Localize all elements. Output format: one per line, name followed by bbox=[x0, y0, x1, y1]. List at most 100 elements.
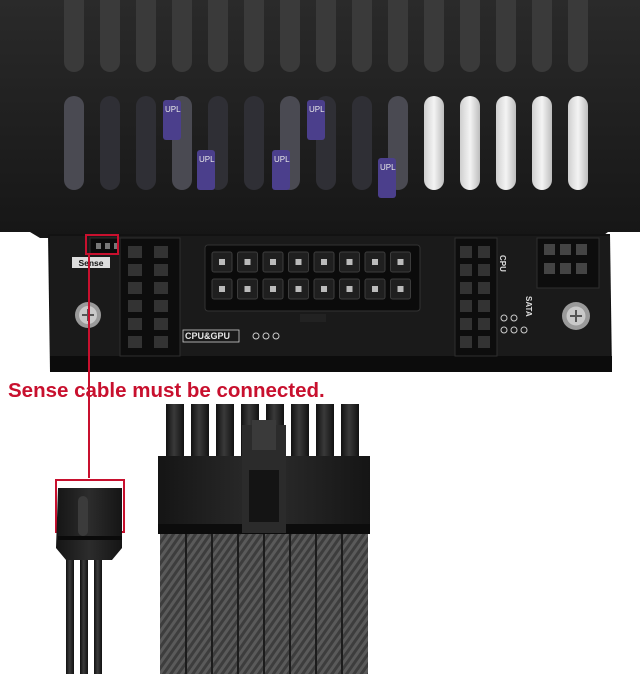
vent-slot bbox=[352, 96, 372, 190]
capacitor bbox=[163, 100, 181, 140]
pin bbox=[460, 318, 472, 330]
pin-contact bbox=[346, 286, 353, 292]
pin bbox=[128, 300, 142, 312]
pin-contact bbox=[397, 286, 404, 292]
vent-slot bbox=[100, 96, 120, 190]
cpu-gpu-label: CPU&GPU bbox=[185, 331, 230, 341]
pin bbox=[478, 318, 490, 330]
wire bbox=[191, 404, 209, 460]
capacitor bbox=[272, 150, 290, 190]
pin bbox=[478, 282, 490, 294]
pin bbox=[128, 264, 142, 276]
pin bbox=[478, 246, 490, 258]
pin bbox=[478, 300, 490, 312]
modular-panel: Sense CPU&GPU CPU bbox=[48, 234, 612, 372]
pin-contact bbox=[346, 259, 353, 265]
pin bbox=[154, 246, 168, 258]
callout bbox=[55, 234, 125, 533]
capacitor-label: UPL bbox=[274, 155, 290, 164]
pin-contact bbox=[397, 259, 404, 265]
vent-slot bbox=[208, 0, 228, 72]
psu-body: UPL UPL UPL UPL UPL bbox=[0, 0, 640, 238]
pin bbox=[128, 246, 142, 258]
vent-slots-bottom: UPL UPL UPL UPL UPL bbox=[64, 96, 588, 198]
vent-slot bbox=[136, 96, 156, 190]
capacitor-label: UPL bbox=[380, 163, 396, 172]
capacitor-label: UPL bbox=[165, 105, 181, 114]
pin bbox=[154, 282, 168, 294]
wire bbox=[291, 404, 309, 460]
pin bbox=[154, 318, 168, 330]
vent-slot bbox=[424, 0, 444, 72]
vent-slot bbox=[100, 0, 120, 72]
pin-contact bbox=[244, 286, 251, 292]
vent-slot bbox=[496, 0, 516, 72]
vent-slot bbox=[316, 0, 336, 72]
center-12vhpwr-port: CPU&GPU bbox=[182, 244, 421, 343]
sense-cable bbox=[56, 488, 122, 674]
pin-contact bbox=[321, 286, 327, 292]
cpu-right-label: CPU bbox=[498, 255, 507, 272]
wire bbox=[316, 404, 334, 460]
pin-contact bbox=[295, 286, 302, 292]
pin bbox=[154, 264, 168, 276]
pin-contact bbox=[219, 286, 225, 292]
pin bbox=[460, 264, 472, 276]
pin bbox=[460, 282, 472, 294]
wire bbox=[341, 404, 359, 460]
pin-contact bbox=[244, 259, 251, 265]
vent-slot bbox=[244, 0, 264, 72]
sata-label: SATA bbox=[524, 296, 533, 317]
pin bbox=[154, 336, 168, 348]
pin-contact bbox=[372, 259, 378, 265]
pin-contact bbox=[321, 259, 327, 265]
vent-slot bbox=[280, 0, 300, 72]
vent-slot bbox=[352, 0, 372, 72]
vent-slot bbox=[568, 96, 588, 190]
wire bbox=[166, 404, 184, 460]
vent-slot bbox=[64, 0, 84, 72]
screw-right bbox=[562, 302, 590, 330]
pin-contact bbox=[372, 286, 378, 292]
capacitor bbox=[307, 100, 325, 140]
pin bbox=[478, 336, 490, 348]
pin-contact bbox=[270, 286, 276, 292]
vent-slot bbox=[424, 96, 444, 190]
pin bbox=[154, 300, 168, 312]
pin bbox=[128, 318, 142, 330]
pin-contact bbox=[295, 259, 302, 265]
pcie-cable bbox=[158, 404, 370, 674]
capacitor-label: UPL bbox=[309, 105, 325, 114]
vent-slot bbox=[460, 96, 480, 190]
vent-slots-top bbox=[64, 0, 588, 72]
panel-dots-right bbox=[500, 314, 528, 334]
pin-contact bbox=[219, 259, 225, 265]
caption-text: Sense cable must be connected. bbox=[8, 379, 325, 402]
sense-port-label: Sense bbox=[78, 258, 103, 268]
wire bbox=[216, 404, 234, 460]
vent-slot bbox=[532, 96, 552, 190]
pin bbox=[128, 336, 142, 348]
vent-slot bbox=[496, 96, 516, 190]
capacitor bbox=[197, 150, 215, 190]
capacitor bbox=[378, 158, 396, 198]
pin bbox=[460, 300, 472, 312]
vent-slot bbox=[388, 0, 408, 72]
sense-port: Sense bbox=[72, 237, 121, 268]
capacitor-label: UPL bbox=[199, 155, 215, 164]
pin bbox=[460, 246, 472, 258]
vent-slot bbox=[460, 0, 480, 72]
left-12pin-port bbox=[119, 237, 181, 357]
vent-slot bbox=[532, 0, 552, 72]
vent-slot bbox=[172, 0, 192, 72]
vent-slot bbox=[568, 0, 588, 72]
pin bbox=[128, 282, 142, 294]
pin bbox=[478, 264, 490, 276]
pin-contact bbox=[270, 259, 276, 265]
vent-slot bbox=[244, 96, 264, 190]
right-12pin-port bbox=[454, 237, 498, 357]
vent-slot bbox=[136, 0, 156, 72]
sata-port bbox=[536, 237, 600, 289]
vent-slot bbox=[64, 96, 84, 190]
